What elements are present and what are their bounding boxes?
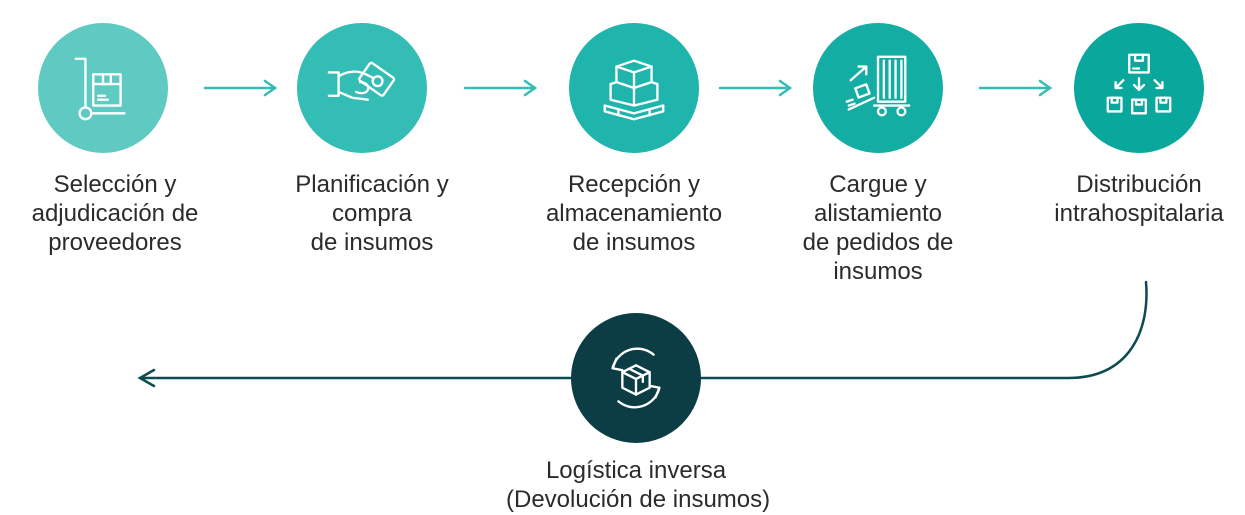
step-4-line-3: de pedidos de <box>802 229 954 256</box>
hand-truck-box-icon <box>74 57 126 121</box>
box-distribution-icon <box>1106 53 1172 115</box>
step-2-label: Planificación y compra de insumos <box>267 170 477 257</box>
step-3-circle <box>569 23 699 153</box>
step-5-line-1: Distribución <box>1076 171 1202 198</box>
step-1-label: Selección y adjudicación de proveedores <box>10 170 220 257</box>
forward-arrow-4 <box>978 79 1053 97</box>
step-4-line-4: insumos <box>833 258 923 285</box>
step-2-line-2: compra <box>331 200 413 227</box>
step-3-line-1: Recepción y <box>567 171 701 198</box>
box-cycle-icon <box>611 347 661 409</box>
step-2-line-3: de insumos <box>310 229 434 256</box>
step-1-line-1: Selección y <box>53 171 177 198</box>
reverse-line-2: (Devolución de insumos) <box>506 486 771 513</box>
forward-arrow-2 <box>463 79 538 97</box>
hand-money-icon <box>327 61 396 101</box>
step-4-line-1: Cargue y <box>829 171 927 198</box>
step-1-line-2: adjudicación de <box>31 200 199 227</box>
step-4-label: Cargue y alistamiento de pedidos de insu… <box>773 170 983 286</box>
step-1-circle <box>38 23 168 153</box>
reverse-line-1: Logística inversa <box>545 457 727 484</box>
step-3-label: Recepción y almacenamiento de insumos <box>529 170 739 257</box>
step-5-label: Distribución intrahospitalaria <box>1034 170 1244 228</box>
pallet-boxes-icon <box>603 59 665 121</box>
reverse-logistics-circle <box>571 313 701 443</box>
step-2-line-1: Planificación y <box>295 171 449 198</box>
step-5-line-2: intrahospitalaria <box>1054 200 1224 227</box>
forward-arrow-1 <box>203 79 278 97</box>
step-3-line-3: de insumos <box>572 229 696 256</box>
step-2-circle <box>297 23 427 153</box>
step-4-circle <box>813 23 943 153</box>
forward-arrow-3 <box>718 79 793 97</box>
reverse-logistics-label: Logística inversa (Devolución de insumos… <box>506 456 771 514</box>
step-1-line-3: proveedores <box>48 229 182 256</box>
step-4-line-2: alistamiento <box>813 200 943 227</box>
return-arrow <box>137 280 1148 388</box>
step-5-circle <box>1074 23 1204 153</box>
truck-loading-icon <box>845 55 911 117</box>
step-3-line-2: almacenamiento <box>545 200 723 227</box>
